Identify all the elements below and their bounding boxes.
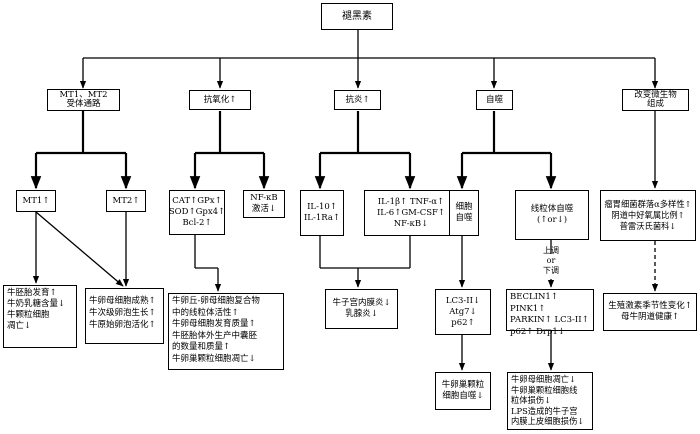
- antioxidant-box: 抗氧化↑: [189, 90, 251, 110]
- antiinflammatory-box: 抗炎↑: [334, 90, 381, 110]
- cell-autophagy-box: 细胞 自噬: [449, 190, 479, 236]
- pro-cytokines-box: IL-1β↑ TNF-α↑ IL-6↑GM-CSF↑ NF-κB↓: [364, 190, 458, 236]
- antioxidant-effects-box: 牛卵丘-卵母细胞复合物 中的线粒体活性↑ 牛卵母细胞发育质量↑ 牛胚胎体外生产中…: [168, 293, 284, 370]
- microbiota-effects-box: 生殖激素季节性变化↑ 母牛阴道健康↑: [603, 293, 697, 331]
- microbiota-box: 改变微生物 组成: [622, 89, 689, 111]
- mt1-effects-box: 牛胚胎发育↑ 牛奶乳糖含量↓ 牛颗粒细胞 凋亡↓: [3, 285, 77, 348]
- cell-autophagy-effect-box: 牛卵巢颗粒 细胞自噬↓: [435, 372, 491, 410]
- antioxidant-enzymes-box: CAT↑GPx↑ SOD↑Gpx4↑ Bcl-2↑: [169, 190, 225, 235]
- mt2-box: MT2↑: [106, 190, 146, 212]
- receptor-pathway-box: MT1、MT2 受体通路: [47, 89, 120, 111]
- mitophagy-effects-box: 牛卵母细胞凋亡↓ 牛卵巢颗粒细胞线 粒体损伤↓ LPS造成的牛子宫 内膜上皮细胞…: [507, 372, 593, 430]
- microbiota-changes-box: 瘤胃细菌群落α多样性↑ 阴道中好氧属比例↑ 普雷沃氏菌科↓: [600, 190, 696, 241]
- mitophagy-markers-box: BECLIN1↑ PINK1↑ PARKIN↑ LC3-II↑ p62↑ Drp…: [506, 289, 594, 337]
- root-melatonin-box: 褪黑素: [321, 3, 393, 30]
- mt2-effects-box: 牛卵母细胞成熟↑ 牛次级卵泡生长↑ 牛原始卵泡活化↑: [85, 288, 164, 344]
- anti-cytokines-box: IL-10↑ IL-1Ra↑: [300, 190, 344, 236]
- antiinflammatory-effects-box: 牛子宫内膜炎↓ 乳腺炎↓: [325, 289, 398, 329]
- nfkb-activation-box: NF-κB 激活↓: [243, 190, 285, 218]
- regulation-label: 上调 or 下调: [543, 246, 559, 275]
- mitophagy-box: 线粒体自噬 (↑or↓): [515, 190, 589, 240]
- mt1-box: MT1↑: [16, 190, 56, 212]
- autophagy-box: 自噬: [476, 90, 513, 110]
- cell-autophagy-markers-box: LC3-II↓ Atg7↓ p62↑: [435, 289, 491, 335]
